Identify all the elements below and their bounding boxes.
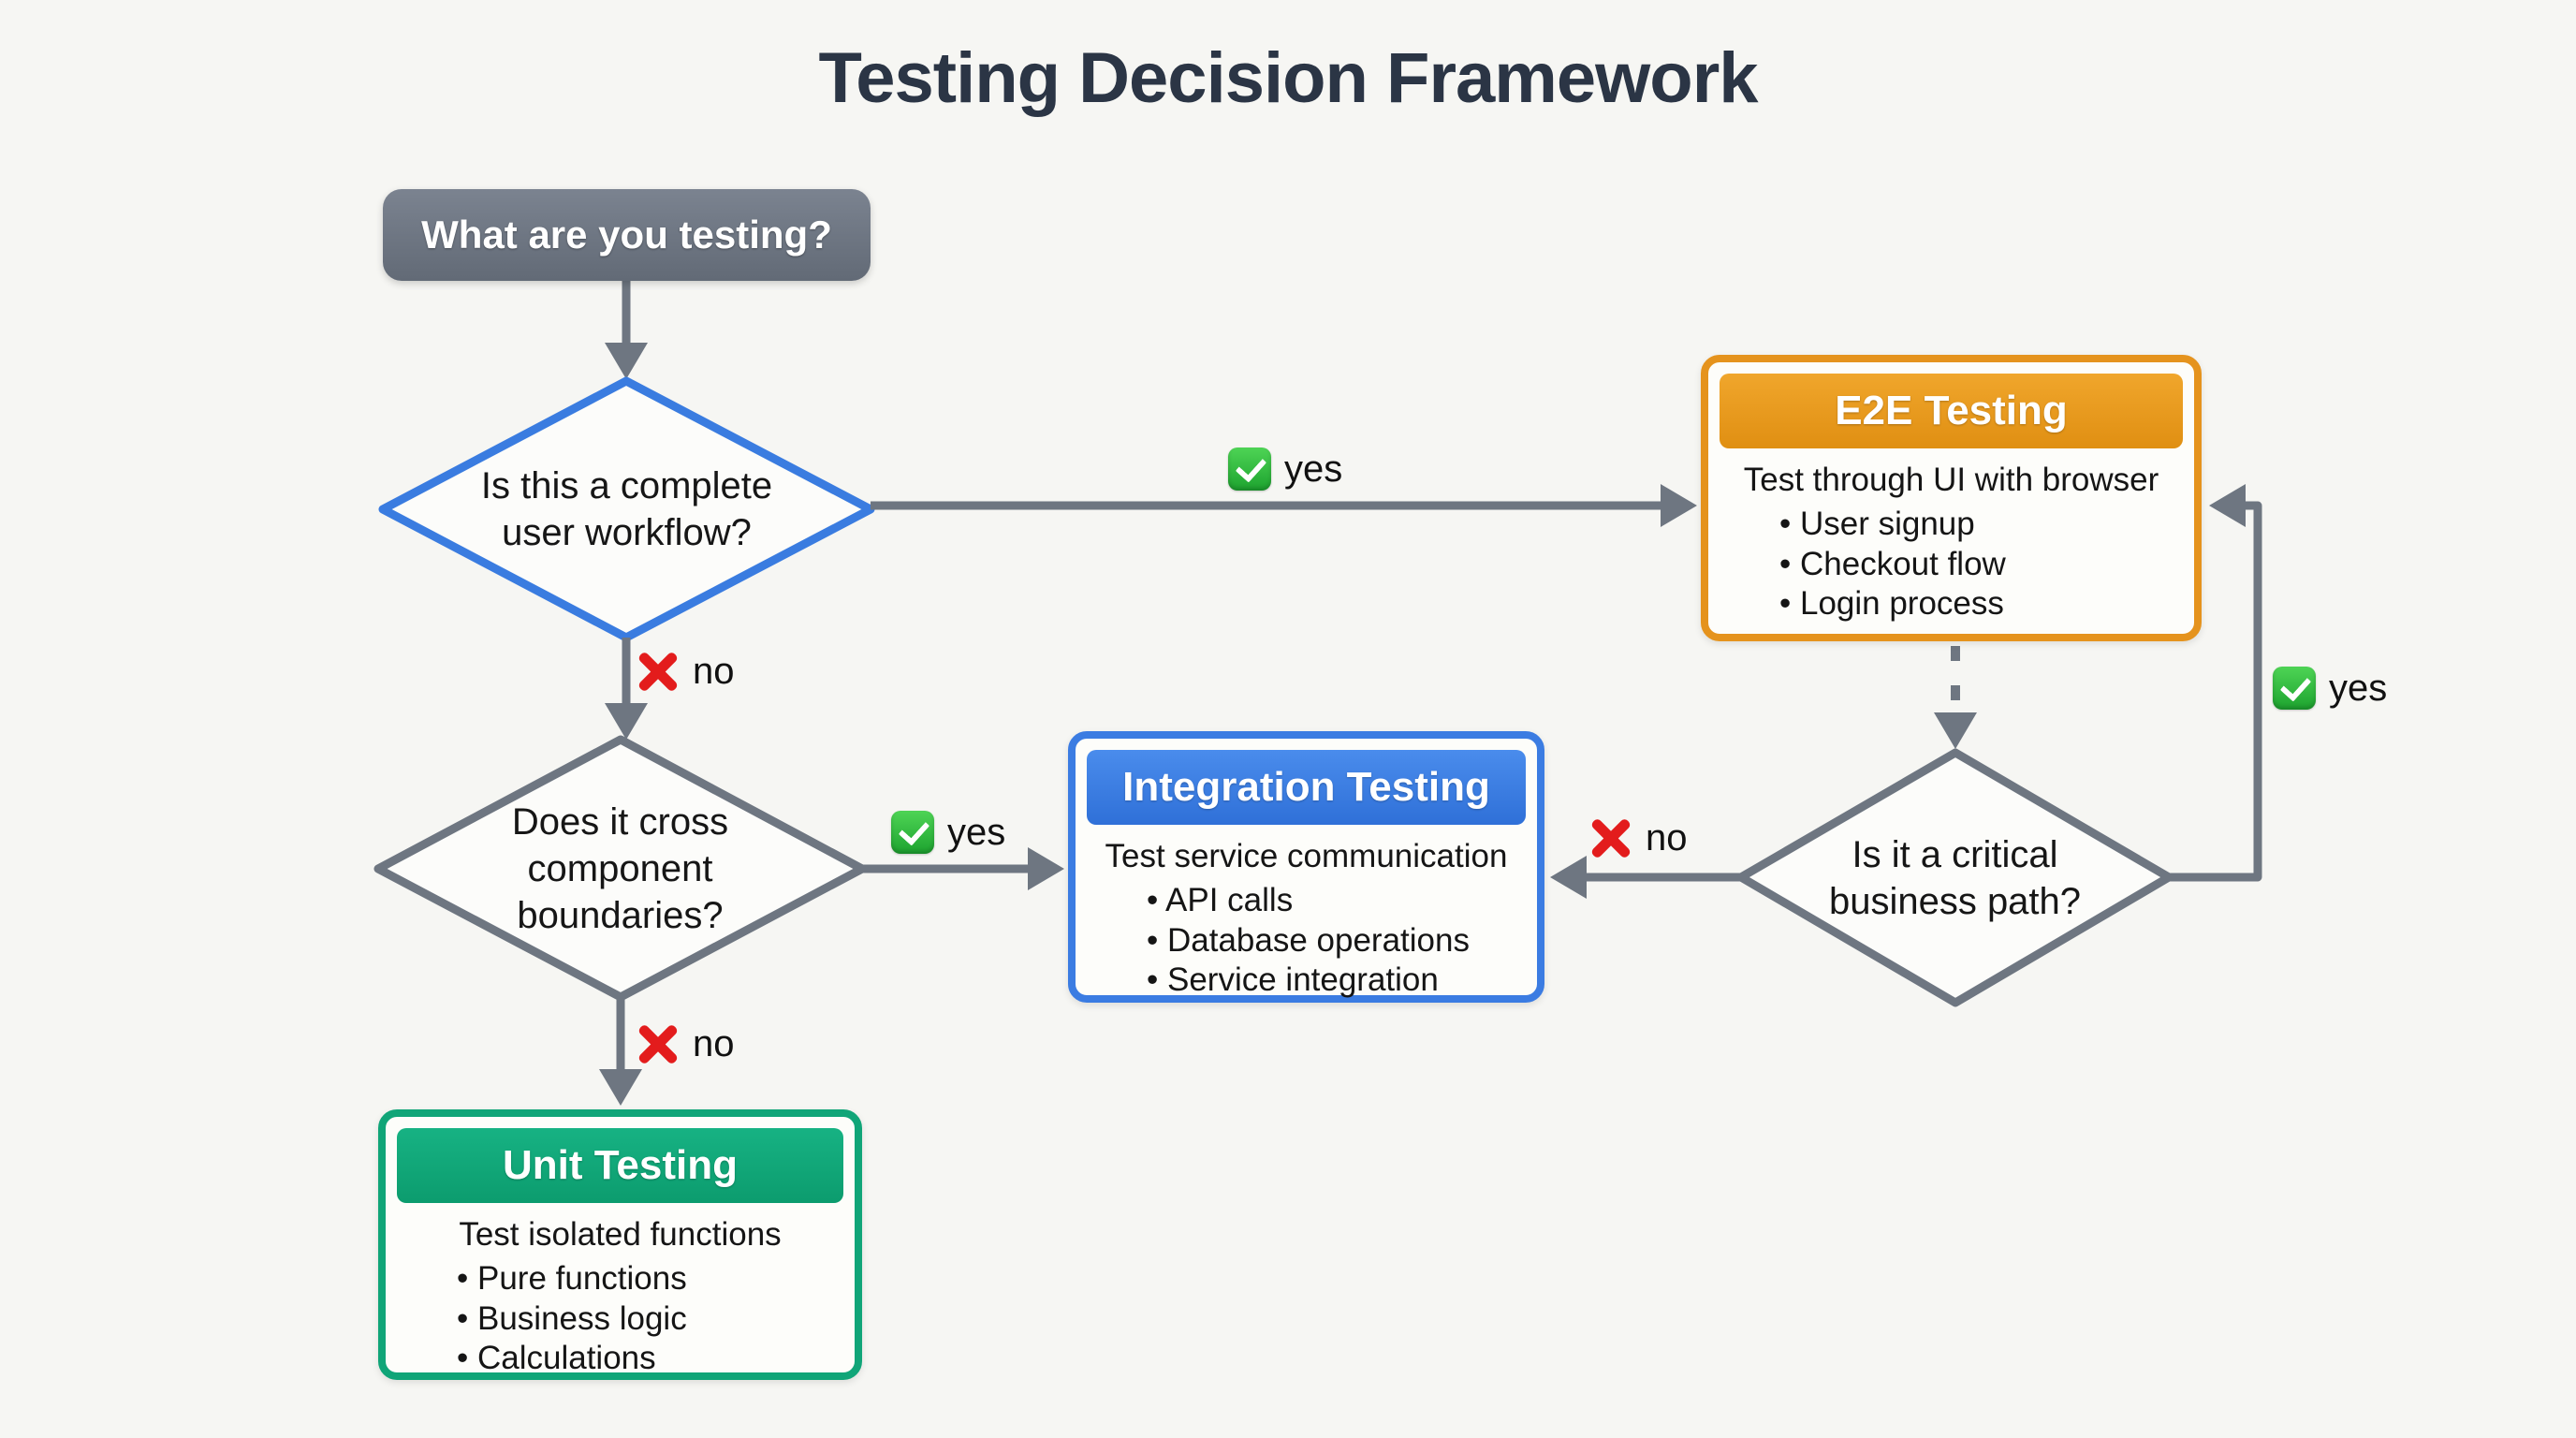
boundaries-decision-text: Does it cross component boundaries? — [511, 800, 729, 936]
workflow-yes-label: yes — [1228, 448, 1342, 491]
integration-testing-header: Integration Testing — [1087, 750, 1526, 825]
start-node-label: What are you testing? — [421, 213, 832, 257]
integration-testing-title: Integration Testing — [1122, 764, 1490, 810]
bullet-item: Checkout flow — [1779, 545, 2172, 585]
critical-yes-label: yes — [2273, 667, 2387, 710]
arrowhead-down-icon — [605, 703, 648, 740]
x-icon — [1589, 816, 1632, 859]
edge-label-text: no — [1646, 816, 1688, 858]
bullet-item: User signup — [1779, 505, 2172, 545]
unit-testing-bullet-list: Pure functions Business logic Calculatio… — [408, 1259, 832, 1379]
arrowhead-down-icon — [1934, 712, 1977, 749]
unit-testing-header: Unit Testing — [397, 1128, 843, 1203]
edge-label-text: yes — [2329, 667, 2388, 709]
arrowhead-left-icon — [1550, 856, 1587, 899]
bullet-item: Service integration — [1147, 961, 1515, 1001]
e2e-testing-title: E2E Testing — [1835, 388, 2068, 433]
check-icon — [1228, 448, 1271, 491]
edge-label-text: yes — [1284, 448, 1343, 490]
bullet-item: Calculations — [457, 1339, 832, 1379]
unit-testing-node: Unit Testing Test isolated functions Pur… — [378, 1109, 862, 1380]
bullet-item: Pure functions — [457, 1259, 832, 1299]
integration-testing-description: Test service communication — [1105, 838, 1508, 874]
e2e-testing-description: Test through UI with browser — [1743, 462, 2159, 498]
arrowhead-left-icon — [2209, 484, 2246, 527]
integration-testing-node: Integration Testing Test service communi… — [1068, 731, 1544, 1003]
critical-no-label: no — [1589, 816, 1688, 859]
workflow-decision-label: Is this a complete user workflow? — [383, 381, 871, 638]
x-icon — [637, 650, 680, 693]
edge-label-text: no — [693, 1022, 735, 1064]
unit-testing-title: Unit Testing — [503, 1142, 738, 1188]
start-node: What are you testing? — [383, 189, 871, 281]
x-icon — [637, 1022, 680, 1065]
workflow-no-label: no — [637, 650, 735, 693]
critical-path-decision-diamond — [1736, 748, 2174, 1007]
e2e-testing-body: Test through UI with browser User signup… — [1708, 448, 2194, 639]
boundaries-yes-label: yes — [891, 811, 1005, 854]
bullet-item: Business logic — [457, 1299, 832, 1340]
page-title: Testing Decision Framework — [818, 38, 1758, 118]
arrowhead-right-icon — [1028, 847, 1064, 890]
edge-label-text: yes — [947, 811, 1006, 853]
critical-path-decision-text: Is it a critical business path? — [1828, 833, 2082, 922]
critical-path-decision-label: Is it a critical business path? — [1741, 753, 2169, 1003]
edge-label-text: no — [693, 650, 735, 692]
check-icon — [891, 811, 934, 854]
e2e-testing-header: E2E Testing — [1720, 374, 2183, 448]
edge-critical-yes-to-e2e — [2169, 501, 2262, 882]
arrowhead-right-icon — [1661, 484, 1697, 527]
bullet-item: API calls — [1147, 881, 1515, 921]
integration-testing-body: Test service communication API calls Dat… — [1076, 825, 1537, 1016]
bullet-item: Database operations — [1147, 921, 1515, 961]
boundaries-decision-label: Does it cross component boundaries? — [378, 740, 862, 997]
unit-testing-description: Test isolated functions — [459, 1216, 782, 1253]
e2e-testing-node: E2E Testing Test through UI with browser… — [1701, 355, 2202, 641]
check-icon — [2273, 667, 2316, 710]
boundaries-no-label: no — [637, 1022, 735, 1065]
e2e-testing-bullet-list: User signup Checkout flow Login process — [1731, 505, 2172, 624]
bullet-item: Login process — [1779, 584, 2172, 624]
integration-testing-bullet-list: API calls Database operations Service in… — [1098, 881, 1515, 1001]
workflow-decision-text: Is this a complete user workflow? — [480, 465, 773, 553]
arrowhead-down-icon — [605, 343, 648, 379]
arrowhead-down-icon — [599, 1069, 642, 1106]
unit-testing-body: Test isolated functions Pure functions B… — [386, 1203, 855, 1394]
